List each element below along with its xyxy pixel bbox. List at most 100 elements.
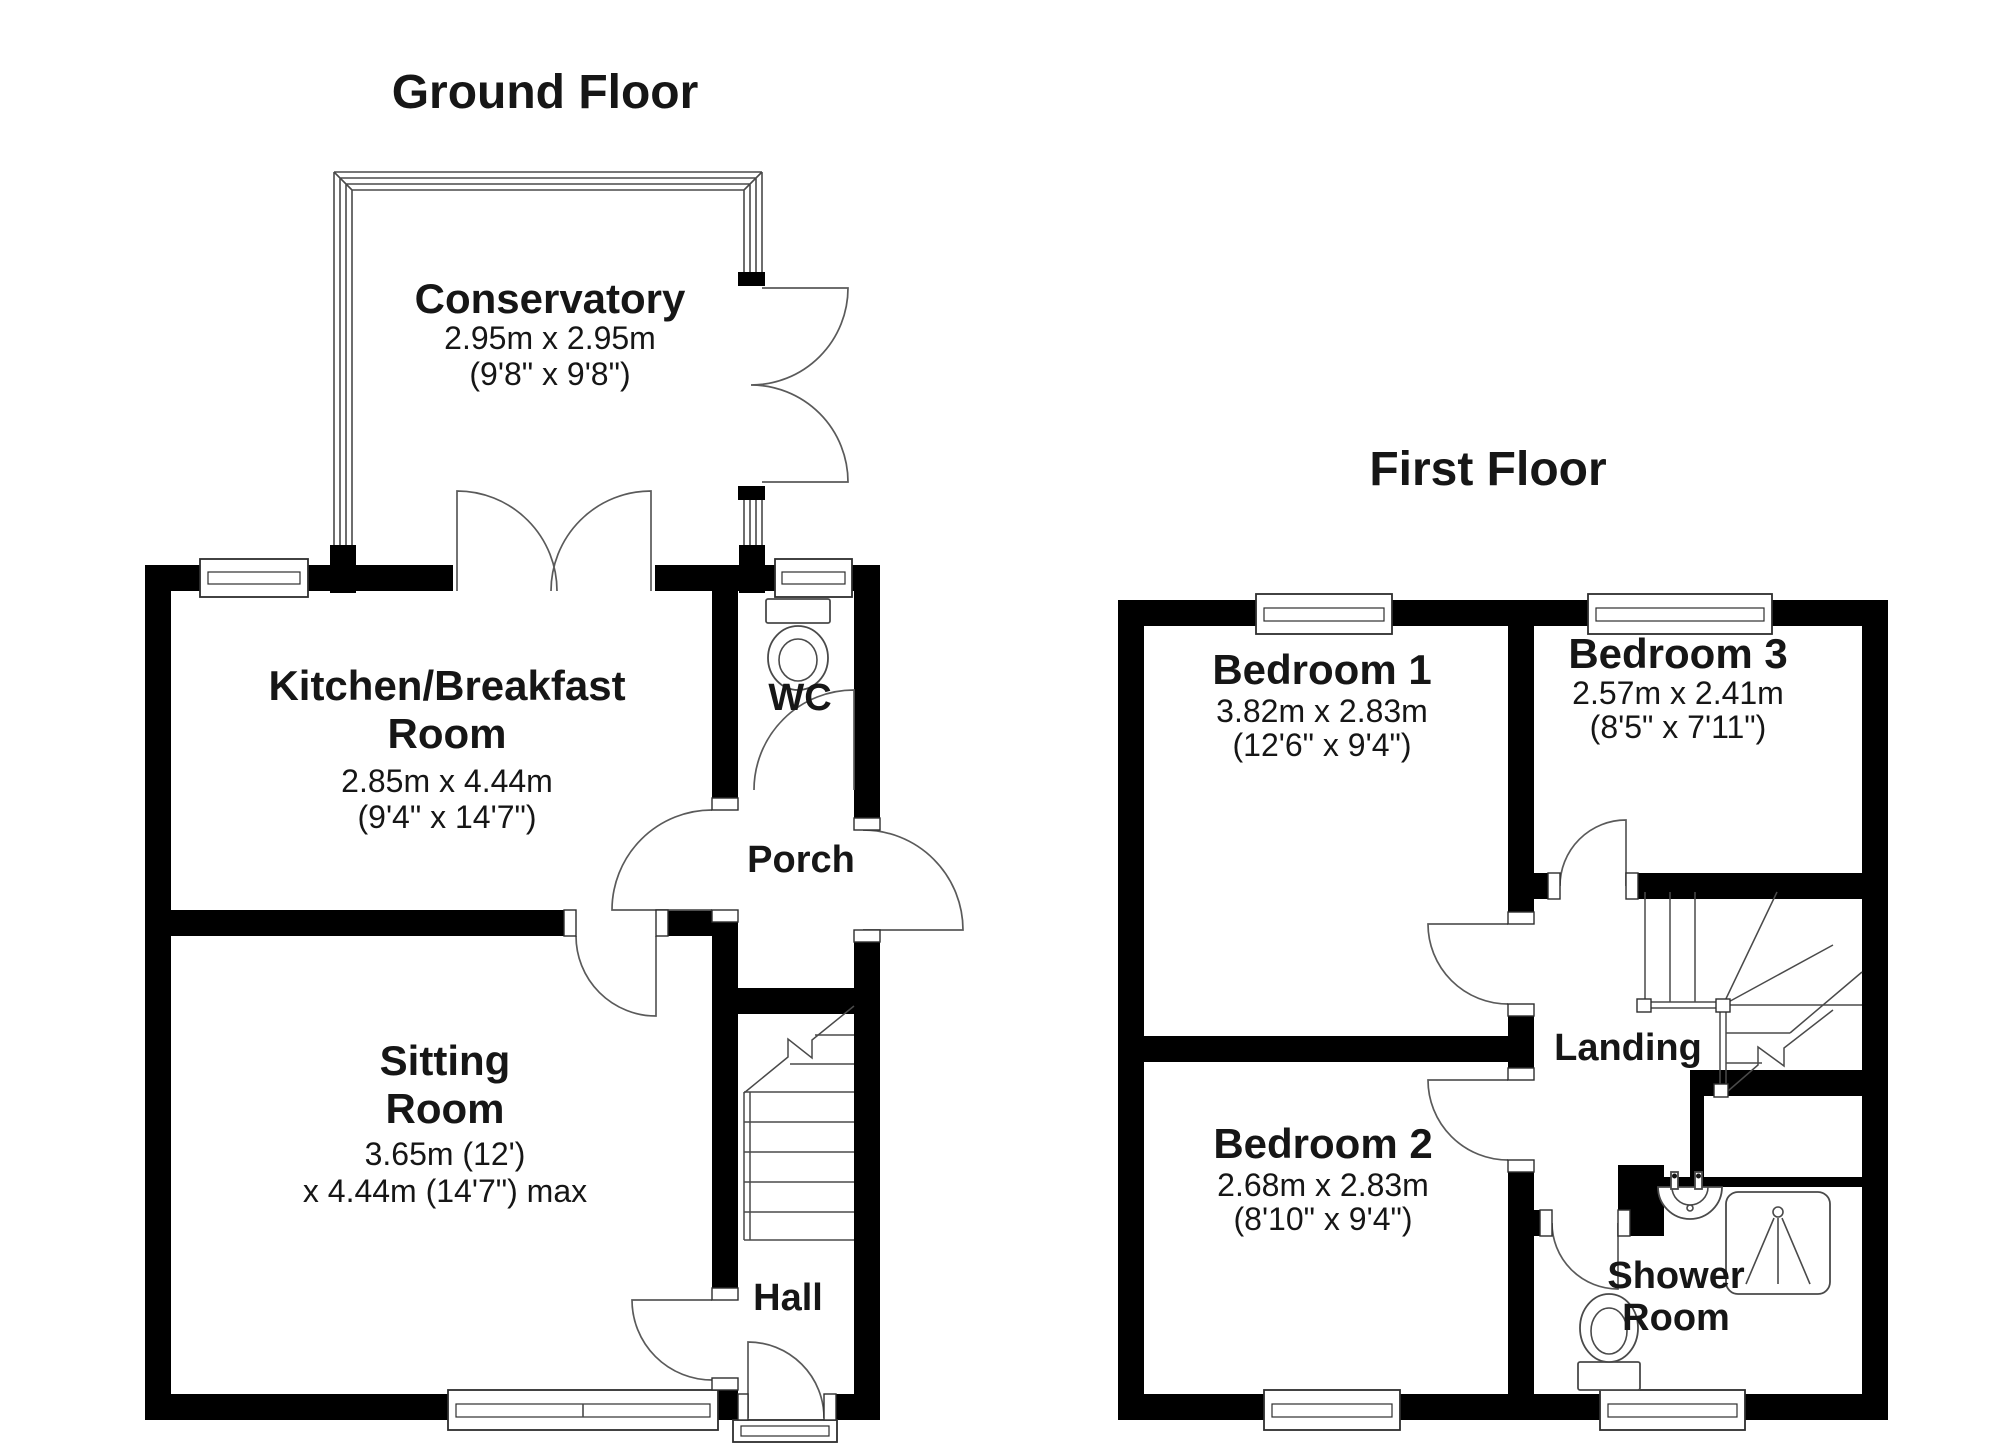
ff-wall-left bbox=[1118, 600, 1144, 1420]
room-dims-metric: 2.68m x 2.83m bbox=[1217, 1167, 1429, 1203]
sitting-room-label: Sitting Room 3.65m (12') x 4.44m (14'7")… bbox=[303, 1037, 587, 1209]
gf-stairs bbox=[743, 1005, 855, 1241]
gf-opening-front-door bbox=[748, 1394, 824, 1420]
ground-floor-plan: Ground Floor bbox=[145, 66, 964, 1443]
jamb bbox=[1617, 1209, 1631, 1237]
gf-opening-porch-outer bbox=[854, 830, 880, 930]
jamb bbox=[711, 909, 739, 923]
ff-wall-shower-top bbox=[1664, 1177, 1862, 1187]
stair-treads bbox=[1644, 892, 1696, 1002]
kitchen-sitting-door bbox=[575, 935, 657, 1017]
first-floor-title: First Floor bbox=[1369, 443, 1606, 496]
window-glass bbox=[1271, 1403, 1393, 1418]
landing-label: Landing bbox=[1554, 1027, 1702, 1069]
stair-treads bbox=[744, 1034, 854, 1241]
conservatory-door-jamb-top bbox=[738, 272, 765, 286]
porch-outer-door bbox=[862, 829, 964, 931]
ff-wall-b1-b2 bbox=[1144, 1036, 1508, 1062]
ff-wall-b3-bottom-right bbox=[1638, 873, 1862, 899]
jamb bbox=[711, 1377, 739, 1391]
ground-floor-jambs bbox=[563, 797, 881, 1421]
window-glass bbox=[1595, 607, 1765, 622]
window-glass bbox=[1263, 607, 1385, 622]
sink-tap bbox=[1694, 1171, 1703, 1190]
first-floor-jambs bbox=[1507, 872, 1639, 1237]
ground-floor-doors bbox=[456, 287, 964, 1419]
sink-tap-dot bbox=[1696, 1173, 1701, 1179]
bedroom2-window bbox=[1263, 1389, 1401, 1431]
jamb bbox=[1507, 1159, 1535, 1173]
gf-opening-hall-sitting bbox=[712, 1300, 738, 1378]
shower-drain-lines bbox=[1745, 1217, 1811, 1285]
room-dims-metric: 3.82m x 2.83m bbox=[1216, 693, 1428, 729]
window-glass bbox=[781, 571, 846, 585]
stair-winder-fan bbox=[1722, 891, 1862, 1006]
room-name: Bedroom 1 bbox=[1212, 646, 1431, 693]
bedroom1-door bbox=[1427, 923, 1509, 1005]
room-name: Room bbox=[388, 710, 507, 757]
toilet-bowl-inner bbox=[1590, 1307, 1628, 1355]
gf-opening-kitchen-sitting bbox=[576, 910, 656, 936]
first-floor-doors bbox=[1427, 819, 1627, 1290]
room-dims-metric: 2.57m x 2.41m bbox=[1572, 675, 1784, 711]
jamb bbox=[853, 929, 881, 943]
stair-break-line bbox=[1727, 1009, 1834, 1092]
jamb bbox=[737, 1393, 749, 1421]
room-dims-metric: 2.95m x 2.95m bbox=[444, 320, 656, 356]
jamb bbox=[1539, 1209, 1553, 1237]
stair-rail bbox=[743, 1092, 751, 1240]
hall-sitting-door bbox=[631, 1299, 713, 1381]
toilet-bowl-inner bbox=[778, 638, 818, 682]
room-name: Sitting bbox=[380, 1037, 511, 1084]
room-dims-imperial: (8'10" x 9'4") bbox=[1233, 1201, 1412, 1237]
room-name: Kitchen/Breakfast bbox=[268, 662, 625, 709]
room-name: Room bbox=[386, 1085, 505, 1132]
shower-room-label: Shower Room bbox=[1607, 1255, 1744, 1339]
ff-stairs bbox=[1636, 891, 1863, 1098]
gf-wall-left bbox=[145, 565, 171, 1420]
jamb bbox=[563, 909, 577, 937]
conservatory-french-doors bbox=[750, 287, 849, 483]
jamb bbox=[853, 817, 881, 831]
room-dims-imperial: (12'6" x 9'4") bbox=[1232, 727, 1411, 763]
shower-room-door bbox=[1551, 1222, 1619, 1290]
conservatory-label: Conservatory 2.95m x 2.95m (9'8" x 9'8") bbox=[415, 275, 686, 392]
jamb bbox=[1507, 1003, 1535, 1017]
jamb bbox=[823, 1393, 837, 1421]
bedroom3-door bbox=[1559, 819, 1627, 887]
shower-tray-icon bbox=[1725, 1191, 1831, 1295]
bedroom2-door bbox=[1427, 1079, 1509, 1161]
sink-icon bbox=[1657, 1171, 1723, 1220]
sitting-room-window bbox=[447, 1389, 719, 1431]
window-glass bbox=[1607, 1403, 1738, 1418]
jamb bbox=[1625, 872, 1639, 900]
conservatory-kitchen-double-door bbox=[456, 490, 652, 592]
room-dims-imperial: (9'4" x 14'7") bbox=[357, 799, 536, 835]
jamb bbox=[1547, 872, 1561, 900]
stair-winder-treads bbox=[1726, 971, 1863, 1064]
window-glass bbox=[207, 571, 301, 585]
bedroom1-label: Bedroom 1 3.82m x 2.83m (12'6" x 9'4") bbox=[1212, 646, 1431, 763]
porch-kitchen-door bbox=[611, 809, 713, 911]
stair-newel bbox=[1636, 998, 1652, 1013]
room-name: Bedroom 3 bbox=[1568, 630, 1787, 677]
bedroom2-label: Bedroom 2 2.68m x 2.83m (8'10" x 9'4") bbox=[1213, 1120, 1432, 1237]
jamb bbox=[1507, 911, 1535, 925]
ff-wall-stair-connector bbox=[1690, 1070, 1704, 1177]
first-floor-plan: First Floor bbox=[1118, 443, 1888, 1431]
stair-newel bbox=[1713, 1083, 1729, 1098]
bedroom3-label: Bedroom 3 2.57m x 2.41m (8'5" x 7'11") bbox=[1568, 630, 1787, 745]
threshold-inner bbox=[740, 1425, 830, 1437]
shower-room-window bbox=[1599, 1389, 1746, 1431]
front-door-threshold bbox=[732, 1419, 838, 1443]
jamb bbox=[711, 797, 739, 811]
toilet-icon bbox=[765, 598, 831, 691]
room-dims-metric: 3.65m (12') bbox=[365, 1136, 526, 1172]
gf-wall-porch-hall bbox=[712, 988, 880, 1014]
shower-head bbox=[1772, 1206, 1784, 1218]
room-dims-imperial: x 4.44m (14'7") max bbox=[303, 1173, 587, 1209]
ground-floor-title: Ground Floor bbox=[392, 66, 699, 119]
sink-drain bbox=[1686, 1204, 1694, 1212]
jamb bbox=[711, 1287, 739, 1301]
